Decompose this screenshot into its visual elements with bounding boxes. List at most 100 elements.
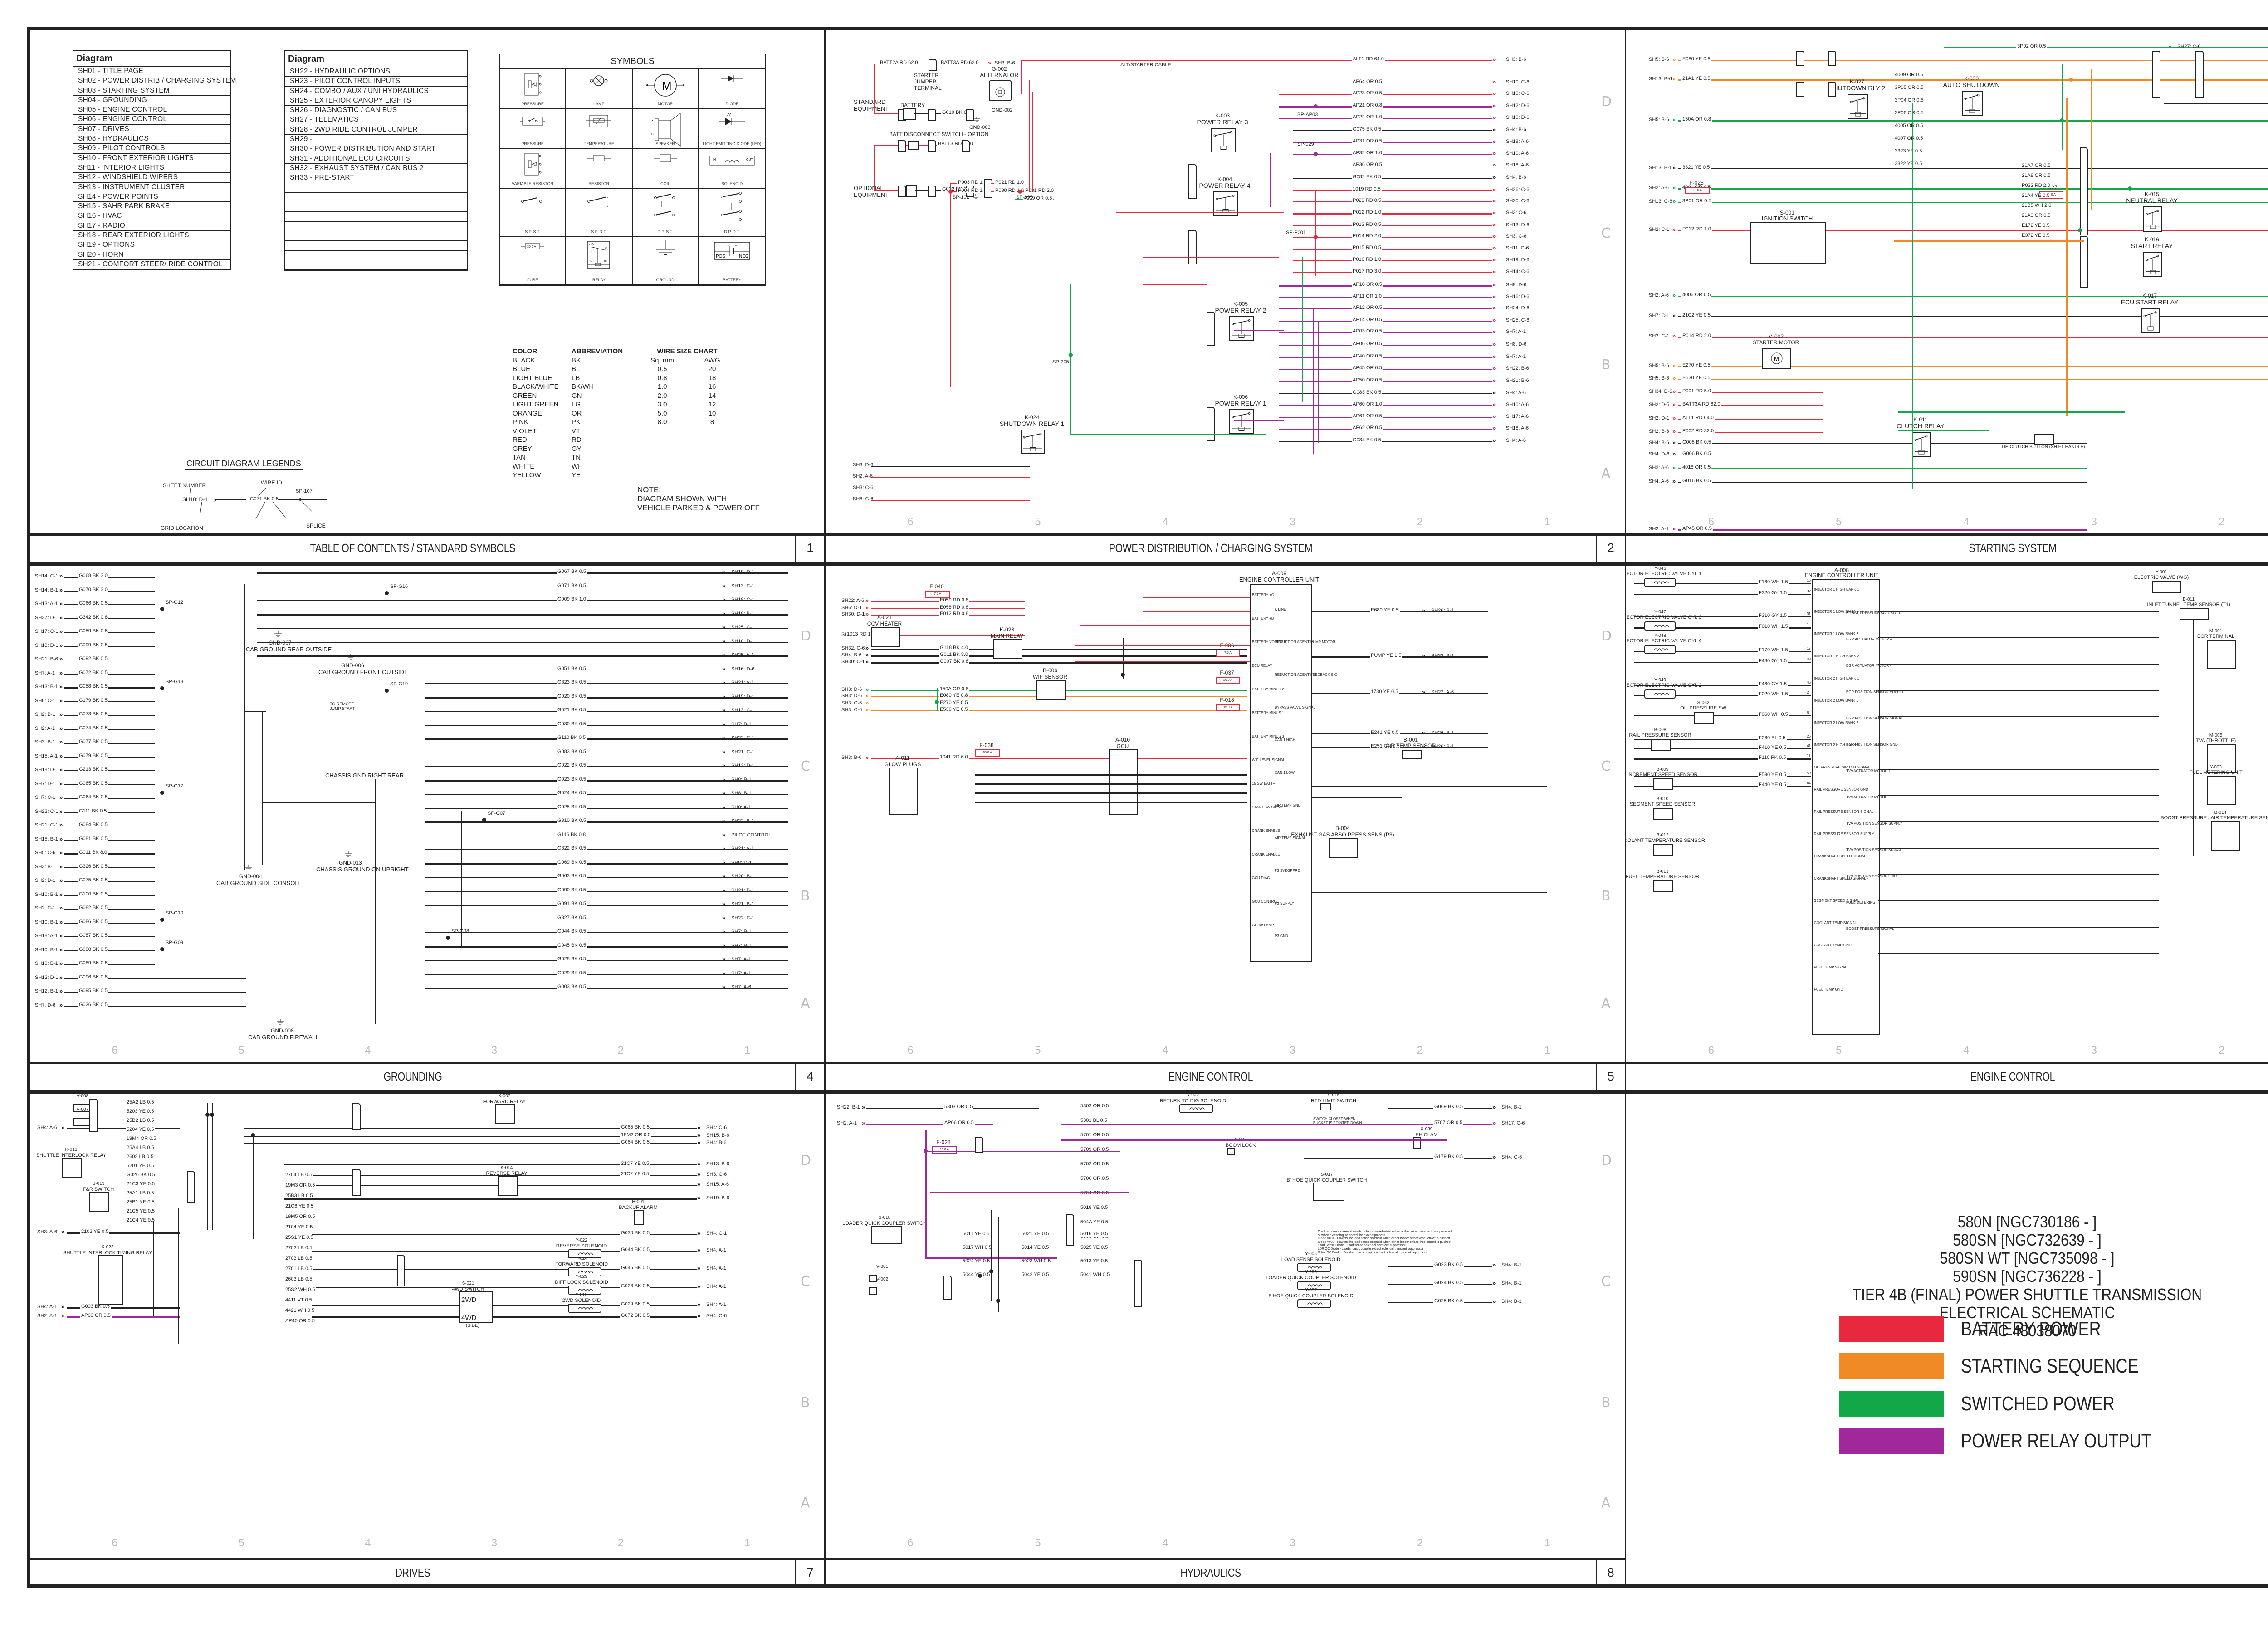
wire-label: P013 RD 0.5 bbox=[1352, 222, 1382, 227]
wire bbox=[1634, 616, 1811, 617]
connector-arrow-icon: » bbox=[722, 720, 726, 728]
wire-label: G028 BK 0.5 bbox=[620, 1283, 650, 1289]
wire bbox=[1021, 60, 1022, 94]
wire bbox=[1021, 60, 1492, 61]
splice-dot bbox=[2128, 186, 2132, 191]
legend-row-battery-power: BATTERY POWER bbox=[1839, 1316, 2132, 1342]
gnd-002: GND-002 bbox=[992, 108, 1013, 113]
sheet-reference: SH15: A-1 bbox=[35, 753, 58, 759]
ecu-pin-label: EGR POSITION SENSOR GND bbox=[1846, 743, 1898, 747]
splice-dot bbox=[978, 1274, 982, 1278]
connector-arrow-icon: » bbox=[1492, 78, 1496, 85]
sheet-reference: SH4: B-6 bbox=[1506, 127, 1526, 132]
connector-arrow-icon: » bbox=[59, 932, 63, 939]
splice-label: SP-G19 bbox=[390, 681, 408, 687]
ecu-pin-number: 32 bbox=[1807, 589, 1811, 593]
sheet-reference: SH7: A-1 bbox=[1506, 354, 1526, 359]
connector-arrow-icon: » bbox=[722, 969, 726, 977]
wire bbox=[64, 743, 155, 744]
ecu-pin-number: 46 bbox=[1807, 680, 1811, 684]
connector-arrow-icon: » bbox=[697, 1247, 701, 1253]
wire-label: AP22 OR 1.0 bbox=[1352, 114, 1383, 120]
symbol-cell-d-p-s-t-: D.P. S.T. bbox=[632, 189, 699, 237]
relay-id: K-015 bbox=[2144, 191, 2160, 197]
wire bbox=[2062, 64, 2063, 150]
sheet-title-bar: TABLE OF CONTENTS / STANDARD SYMBOLS 1 bbox=[30, 533, 824, 562]
sheet-reference: SH17: C-6 bbox=[1501, 1120, 1525, 1126]
wire-label: 5044 YE 0.5 bbox=[962, 1272, 991, 1277]
note-line: DIAGRAM SHOWN WITH bbox=[637, 494, 727, 503]
wire bbox=[1279, 285, 1492, 287]
toc-item: SH26 - DIAGNOSTIC / CAN BUS bbox=[285, 106, 467, 116]
connector bbox=[2195, 51, 2204, 98]
sheet-reference: SH4: C-6 bbox=[1501, 1154, 1522, 1160]
toc-item: SH27 - TELEMATICS bbox=[285, 115, 467, 125]
sheet-reference: SH5: C-6 bbox=[35, 850, 56, 856]
sheet-reference: SH4: C-1 bbox=[706, 1231, 727, 1236]
wire bbox=[257, 641, 788, 643]
wire bbox=[312, 1251, 697, 1252]
sheet-reference: SH16: D-6 bbox=[731, 666, 755, 672]
symbol-cell-light-emitting-diode-led-: LIGHT EMITTING DIODE (LED) bbox=[699, 109, 765, 149]
component-id: B-012 bbox=[1656, 833, 1669, 838]
wire bbox=[1678, 468, 2087, 469]
wire-label: P015 RD 0.5 bbox=[1352, 245, 1382, 250]
connector-arrow-icon: » bbox=[59, 669, 63, 676]
color-abbrev: YE bbox=[572, 471, 581, 479]
connector-arrow-icon: » bbox=[61, 1124, 65, 1131]
relay-symbol bbox=[1962, 91, 1983, 116]
wire-label: G030 BK 0.5 bbox=[557, 721, 587, 727]
ecu-pin-label: CRANK ENABLE bbox=[1252, 852, 1280, 856]
connector-arrow-icon: » bbox=[1672, 464, 1676, 471]
wire-label: G023 BK 0.5 bbox=[557, 776, 587, 782]
wire bbox=[1678, 60, 2268, 61]
component-id: B-009 bbox=[1656, 767, 1669, 772]
d-p-s-t--icon bbox=[654, 194, 675, 216]
connector-arrow-icon: » bbox=[1672, 439, 1676, 446]
component-id: B-006 bbox=[1042, 667, 1058, 674]
symbol-cell-coil: COIL bbox=[632, 149, 699, 189]
color-abbrev: LB bbox=[572, 374, 580, 382]
sheet-reference: SH8: A-1 bbox=[731, 804, 752, 810]
wire bbox=[1678, 79, 2268, 81]
ecu-pin-label: BATTERY MINUS 1 bbox=[1252, 711, 1284, 715]
wire-label: G051 BK 0.5 bbox=[557, 665, 587, 671]
grid-row-label: B bbox=[801, 1394, 810, 1411]
sheet-reference: SH12: D-1 bbox=[35, 974, 59, 980]
awg-value: 14 bbox=[708, 391, 716, 400]
fuse-icon: 60.0 A bbox=[975, 749, 1000, 757]
connector-arrow-icon: » bbox=[1492, 317, 1496, 323]
document-subtitle: TIER 4B (FINAL) POWER SHUTTLE TRANSMISSI… bbox=[1852, 1285, 2202, 1304]
circuit-legend-title: CIRCUIT DIAGRAM LEGENDS bbox=[185, 459, 303, 470]
wire bbox=[1894, 240, 2084, 242]
sheet-reference: SH3: B-6 bbox=[841, 755, 862, 760]
sheet-reference: SH22: B-6 bbox=[1506, 366, 1529, 371]
wire-label: AP64 OR 0.5 bbox=[1352, 79, 1383, 84]
connector-arrow-icon: » bbox=[1422, 729, 1426, 736]
component-id: Y-006 bbox=[1305, 1270, 1317, 1275]
wire-label: 25A1 LB 0.5 bbox=[126, 1190, 155, 1196]
sheet-reference: SH18: A-6 bbox=[1506, 162, 1529, 168]
resistor-icon bbox=[587, 155, 611, 161]
wire bbox=[874, 145, 965, 146]
wire bbox=[1293, 201, 1492, 202]
ecu-pin-number: 1 bbox=[1807, 623, 1809, 627]
grid-row-label: A bbox=[1601, 995, 1611, 1012]
relay-symbol bbox=[1229, 409, 1254, 434]
sheet-reference: SH13: D-1 bbox=[731, 763, 755, 768]
component-id: B-001 bbox=[1403, 737, 1418, 743]
connector-arrow-icon: » bbox=[1492, 209, 1496, 216]
wire bbox=[1634, 594, 1811, 595]
color-name: VIOLET bbox=[513, 427, 537, 435]
wire-label: G116 BK 0.8 bbox=[557, 831, 587, 837]
component-name: SHUTTLE INTERLOCK TIMING RELAY bbox=[63, 1250, 152, 1256]
connector bbox=[2080, 147, 2088, 235]
connector-arrow-icon: » bbox=[1492, 437, 1496, 444]
connector-arrow-icon: » bbox=[59, 946, 63, 953]
wire bbox=[153, 1221, 154, 1316]
connector-arrow-icon: » bbox=[1672, 415, 1676, 421]
toc-item: SH04 - GROUNDING bbox=[73, 96, 230, 106]
